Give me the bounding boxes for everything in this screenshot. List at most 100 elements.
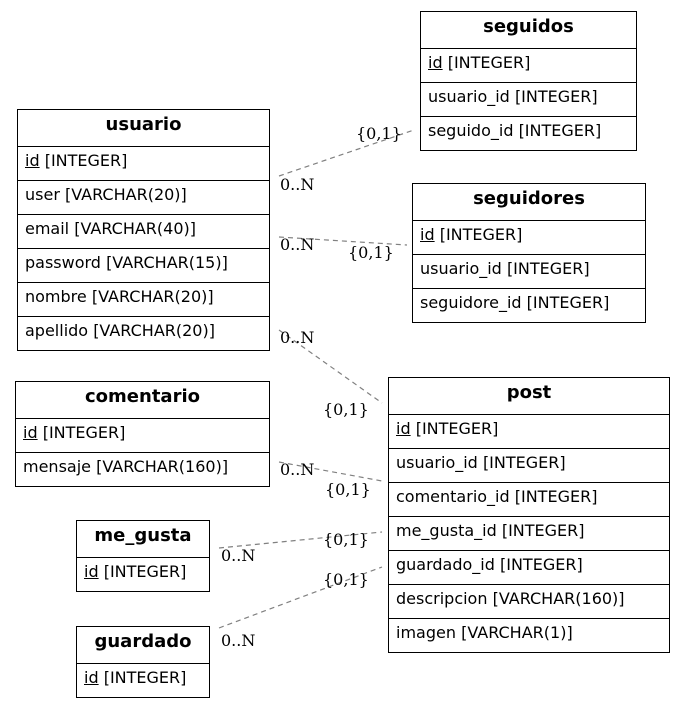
primary-key-name: id: [420, 225, 435, 244]
column-type: [INTEGER]: [42, 423, 126, 442]
column-row[interactable]: email [VARCHAR(40)]: [18, 215, 269, 249]
cardinality-to: {0,1}: [356, 124, 402, 143]
column-type: [INTEGER]: [103, 562, 187, 581]
primary-key-name: id: [23, 423, 38, 442]
column-row[interactable]: id [INTEGER]: [389, 415, 669, 449]
column-name: seguido_id: [428, 121, 514, 140]
column-type: [INTEGER]: [501, 521, 585, 540]
column-type: [INTEGER]: [103, 668, 187, 687]
table-post[interactable]: post id [INTEGER]usuario_id [INTEGER]com…: [388, 377, 670, 653]
relation-line-usuario-post[interactable]: [278, 329, 383, 404]
cardinality-from: 0..N: [221, 546, 255, 565]
column-type: [INTEGER]: [526, 293, 610, 312]
column-name: me_gusta_id: [396, 521, 497, 540]
column-row[interactable]: id [INTEGER]: [16, 419, 269, 453]
column-row[interactable]: user [VARCHAR(20)]: [18, 181, 269, 215]
table-guardado[interactable]: guardado id [INTEGER]: [76, 626, 210, 698]
cardinality-to: {0,1}: [348, 243, 394, 262]
column-name: comentario_id: [396, 487, 510, 506]
table-title: me_gusta: [77, 521, 209, 558]
column-name: descripcion: [396, 589, 488, 608]
primary-key-name: id: [84, 668, 99, 687]
table-seguidores[interactable]: seguidores id [INTEGER]usuario_id [INTEG…: [412, 183, 646, 323]
column-row[interactable]: usuario_id [INTEGER]: [413, 255, 645, 289]
column-row[interactable]: comentario_id [INTEGER]: [389, 483, 669, 517]
column-row[interactable]: guardado_id [INTEGER]: [389, 551, 669, 585]
column-row[interactable]: usuario_id [INTEGER]: [389, 449, 669, 483]
relation-line-me_gusta-post[interactable]: [218, 531, 383, 549]
column-type: [VARCHAR(40)]: [74, 219, 196, 238]
cardinality-from: 0..N: [280, 235, 314, 254]
column-name: usuario_id: [420, 259, 502, 278]
column-name: imagen: [396, 623, 456, 642]
column-row[interactable]: seguido_id [INTEGER]: [421, 117, 636, 150]
column-type: [VARCHAR(160)]: [96, 457, 229, 476]
table-usuario[interactable]: usuario id [INTEGER]user [VARCHAR(20)]em…: [17, 109, 270, 351]
column-type: [VARCHAR(160)]: [492, 589, 625, 608]
column-row[interactable]: id [INTEGER]: [413, 221, 645, 255]
column-name: nombre: [25, 287, 87, 306]
column-name: user: [25, 185, 60, 204]
column-row[interactable]: password [VARCHAR(15)]: [18, 249, 269, 283]
table-title: post: [389, 378, 669, 415]
column-row[interactable]: usuario_id [INTEGER]: [421, 83, 636, 117]
column-row[interactable]: mensaje [VARCHAR(160)]: [16, 453, 269, 486]
column-name: usuario_id: [428, 87, 510, 106]
column-name: usuario_id: [396, 453, 478, 472]
column-type: [INTEGER]: [482, 453, 566, 472]
column-type: [INTEGER]: [500, 555, 583, 574]
table-seguidos[interactable]: seguidos id [INTEGER]usuario_id [INTEGER…: [420, 11, 637, 151]
column-name: seguidore_id: [420, 293, 522, 312]
column-name: guardado_id: [396, 555, 495, 574]
primary-key-name: id: [428, 53, 443, 72]
cardinality-to: {0,1}: [323, 530, 369, 549]
cardinality-to: {0,1}: [323, 570, 369, 589]
table-title: guardado: [77, 627, 209, 664]
primary-key-name: id: [396, 419, 411, 438]
table-title: usuario: [18, 110, 269, 147]
column-type: [VARCHAR(1)]: [461, 623, 573, 642]
cardinality-from: 0..N: [221, 631, 255, 650]
table-comentario[interactable]: comentario id [INTEGER]mensaje [VARCHAR(…: [15, 381, 270, 487]
primary-key-name: id: [25, 151, 40, 170]
table-title: seguidores: [413, 184, 645, 221]
column-row[interactable]: nombre [VARCHAR(20)]: [18, 283, 269, 317]
column-row[interactable]: id [INTEGER]: [77, 558, 209, 591]
column-row[interactable]: descripcion [VARCHAR(160)]: [389, 585, 669, 619]
column-type: [INTEGER]: [514, 87, 598, 106]
relation-line-usuario-seguidos[interactable]: [278, 129, 415, 177]
cardinality-from: 0..N: [280, 460, 314, 479]
column-row[interactable]: seguidore_id [INTEGER]: [413, 289, 645, 322]
column-type: [INTEGER]: [506, 259, 590, 278]
table-me_gusta[interactable]: me_gusta id [INTEGER]: [76, 520, 210, 592]
column-row[interactable]: imagen [VARCHAR(1)]: [389, 619, 669, 652]
column-type: [INTEGER]: [518, 121, 602, 140]
cardinality-to: {0,1}: [323, 400, 369, 419]
column-name: email: [25, 219, 70, 238]
column-type: [VARCHAR(20)]: [65, 185, 187, 204]
column-type: [INTEGER]: [439, 225, 523, 244]
cardinality-from: 0..N: [280, 328, 314, 347]
column-type: [VARCHAR(15)]: [106, 253, 228, 272]
primary-key-name: id: [84, 562, 99, 581]
cardinality-from: 0..N: [280, 175, 314, 194]
column-type: [INTEGER]: [514, 487, 598, 506]
relation-line-usuario-seguidores[interactable]: [278, 236, 408, 246]
relation-line-guardado-post[interactable]: [218, 566, 383, 629]
column-name: password: [25, 253, 101, 272]
column-name: apellido: [25, 321, 89, 340]
column-type: [INTEGER]: [415, 419, 499, 438]
table-title: comentario: [16, 382, 269, 419]
column-type: [VARCHAR(20)]: [93, 321, 215, 340]
cardinality-to: {0,1}: [325, 480, 371, 499]
column-name: mensaje: [23, 457, 91, 476]
column-row[interactable]: id [INTEGER]: [18, 147, 269, 181]
column-row[interactable]: id [INTEGER]: [77, 664, 209, 697]
column-row[interactable]: apellido [VARCHAR(20)]: [18, 317, 269, 350]
column-row[interactable]: me_gusta_id [INTEGER]: [389, 517, 669, 551]
column-row[interactable]: id [INTEGER]: [421, 49, 636, 83]
table-title: seguidos: [421, 12, 636, 49]
column-type: [VARCHAR(20)]: [91, 287, 214, 306]
